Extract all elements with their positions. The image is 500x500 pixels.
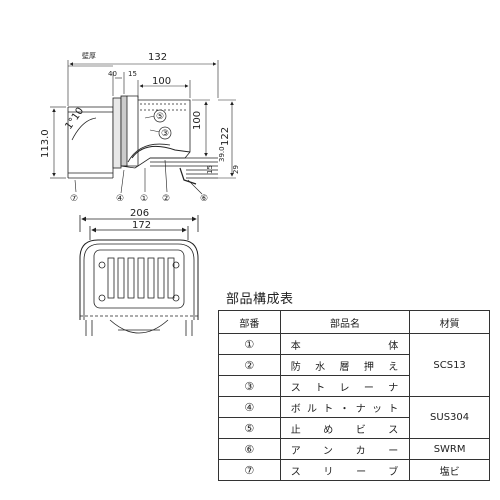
table-row: ⑦ スリーブ 塩ビ bbox=[218, 459, 490, 481]
row-material: 塩ビ bbox=[409, 459, 490, 481]
row-number: ④ bbox=[218, 396, 281, 418]
callout-6: ⑥ bbox=[200, 194, 208, 204]
callout-7: ⑦ bbox=[70, 194, 78, 204]
callout-3: ③ bbox=[161, 129, 169, 139]
front-view bbox=[79, 215, 199, 336]
dim-15-right: 15 bbox=[206, 165, 214, 174]
table-row: ④ ボルト・ナット SUS304 bbox=[218, 396, 490, 439]
grate-slots bbox=[107, 257, 175, 299]
header-material: 材質 bbox=[409, 310, 490, 334]
dimension-lines bbox=[50, 60, 236, 179]
side-section-view bbox=[50, 60, 236, 195]
front-view-labels: 206 172 bbox=[130, 208, 151, 231]
parts-table-title: 部品構成表 bbox=[226, 292, 294, 307]
row-number: ⑥ bbox=[218, 438, 281, 460]
callout-2: ② bbox=[162, 194, 170, 204]
header-number: 部番 bbox=[218, 310, 281, 334]
dim-39: 39.0 bbox=[218, 146, 226, 162]
row-name: ボルト・ナット bbox=[279, 396, 411, 418]
row-name: 本体 bbox=[279, 333, 411, 355]
row-number: ③ bbox=[218, 375, 281, 397]
row-number: ② bbox=[218, 354, 281, 376]
table-row: ① 本体 SCS13 bbox=[218, 333, 490, 397]
table-header-row: 部番 部品名 材質 bbox=[218, 310, 490, 334]
row-name: スリーブ bbox=[279, 459, 411, 481]
callout-4: ④ bbox=[116, 194, 124, 204]
parts-table: 部番 部品名 材質 ① 本体 SCS13 ② 防水層押え ③ ストレーナ ④ ボ… bbox=[218, 310, 490, 481]
material-group-scs13: SCS13 bbox=[409, 333, 490, 397]
dim-40: 40 bbox=[108, 70, 117, 78]
dim-15-top: 15 bbox=[128, 70, 137, 78]
table-row: ⑥ アンカー SWRM bbox=[218, 438, 490, 460]
side-view-labels: 壁厚 132 40 15 100 100 122 113.0 39.0 29 1… bbox=[40, 51, 240, 204]
row-name: 止めビス bbox=[279, 417, 411, 439]
dim-100-horizontal: 100 bbox=[152, 76, 171, 87]
dim-29: 29 bbox=[232, 165, 240, 174]
material-group-sus304: SUS304 bbox=[409, 396, 490, 439]
body-section bbox=[112, 95, 191, 169]
slope-label: 1°10 bbox=[63, 106, 86, 132]
callout-1: ① bbox=[140, 194, 148, 204]
strainer-grate bbox=[93, 249, 185, 309]
row-material: SWRM bbox=[409, 438, 490, 460]
callout-5: ⑤ bbox=[156, 112, 164, 122]
anchor bbox=[179, 167, 197, 185]
front-outer-frame bbox=[79, 239, 199, 320]
table-row: ③ ストレーナ bbox=[218, 375, 490, 397]
floor-layers bbox=[150, 157, 218, 179]
slope-arc bbox=[71, 117, 97, 141]
dim-wall-thickness: 壁厚 bbox=[82, 51, 96, 60]
row-name: ストレーナ bbox=[279, 375, 411, 397]
row-number: ⑤ bbox=[218, 417, 281, 439]
dim-132: 132 bbox=[148, 52, 167, 63]
dim-100-vertical: 100 bbox=[192, 111, 203, 130]
header-name: 部品名 bbox=[279, 310, 411, 334]
row-number: ① bbox=[218, 333, 281, 355]
dim-172: 172 bbox=[132, 220, 151, 231]
row-number: ⑦ bbox=[218, 459, 281, 481]
dim-206: 206 bbox=[130, 208, 149, 219]
dim-113: 113.0 bbox=[40, 129, 51, 158]
row-name: アンカー bbox=[279, 438, 411, 460]
dim-122: 122 bbox=[220, 127, 231, 146]
screws bbox=[98, 261, 180, 302]
leader-lines bbox=[74, 115, 203, 195]
row-name: 防水層押え bbox=[279, 354, 411, 376]
